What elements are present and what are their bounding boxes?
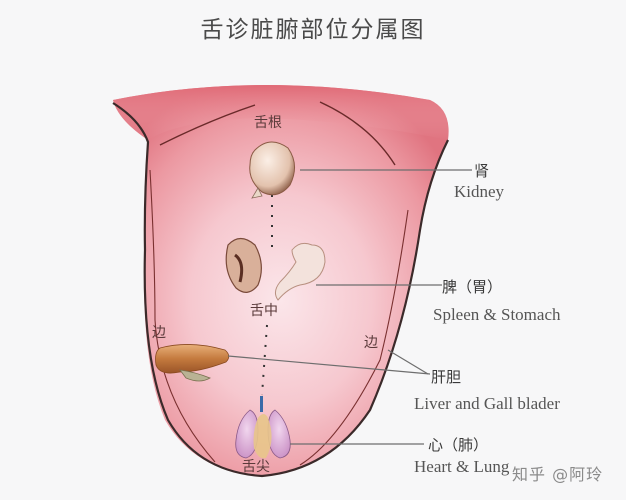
kidney-zh-label: 肾	[474, 162, 490, 180]
region-root-label: 舌根	[254, 115, 282, 131]
heart-en-label: Heart & Lung	[414, 457, 510, 476]
liver-zh-label: 肝胆	[431, 368, 462, 386]
region-edge-right-label: 边	[364, 335, 378, 351]
region-tip-label: 舌尖	[242, 459, 270, 475]
leader-lines	[227, 169, 472, 445]
liver-en-label: Liver and Gall blader	[414, 394, 560, 413]
stomach-organ	[274, 242, 326, 301]
kidney-en-label: Kidney	[454, 182, 505, 201]
spleen-en-label: Spleen & Stomach	[433, 305, 561, 324]
region-middle-label: 舌中	[250, 303, 278, 319]
spleen-zh-label: 脾（胃）	[442, 278, 503, 296]
kidney-organ	[249, 141, 295, 199]
watermark: 知乎 @阿玲	[512, 465, 604, 484]
kidney-organ-2	[225, 237, 262, 293]
diagram-title: 舌诊脏腑部位分属图	[200, 17, 426, 43]
liver-organ	[155, 344, 230, 382]
region-edge-left-label: 边	[152, 325, 166, 341]
heart-lung-organ	[235, 396, 291, 459]
heart-zh-label: 心（肺）	[428, 436, 489, 454]
